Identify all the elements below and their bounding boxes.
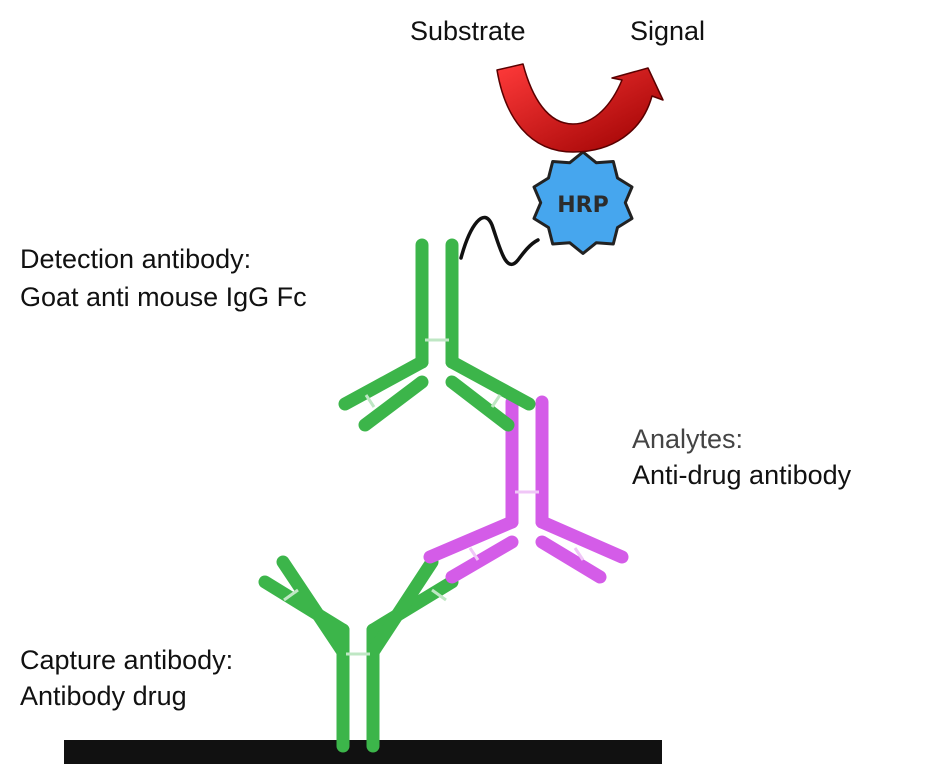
- reaction-arrow: [496, 63, 664, 153]
- capture-antibody: [258, 555, 459, 753]
- capture-antibody-bridges: [283, 588, 447, 656]
- enzyme-linker: [459, 215, 540, 267]
- analyte-title: Analytes:: [632, 424, 744, 454]
- detection-antibody-title: Detection antibody:: [20, 244, 252, 274]
- hrp-label: HRP: [557, 193, 608, 218]
- detection-antibody-subtitle: Goat anti mouse IgG Fc: [20, 282, 307, 312]
- capture-antibody-title: Capture antibody:: [20, 645, 234, 675]
- analyte-antibody: [423, 395, 629, 584]
- capture-antibody-subtitle: Antibody drug: [20, 681, 187, 711]
- signal-label: Signal: [630, 16, 706, 46]
- solid-surface: [64, 740, 662, 764]
- analyte-antibody-bridges: [468, 490, 585, 561]
- detection-antibody-bridges: [364, 338, 502, 408]
- hrp-enzyme: [532, 150, 634, 255]
- analyte-subtitle: Anti-drug antibody: [632, 460, 852, 490]
- detection-antibody: [338, 238, 536, 432]
- substrate-label: Substrate: [410, 16, 526, 46]
